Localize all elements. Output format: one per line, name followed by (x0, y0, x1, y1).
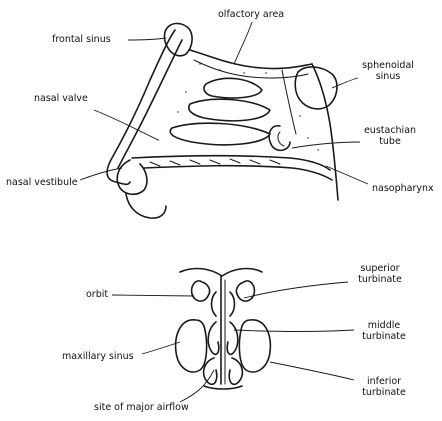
label-olfactory-area: olfactory area (218, 9, 284, 20)
hard-palate-bottom (144, 166, 332, 180)
upper-turbinate (204, 78, 262, 98)
right-maxillary-sinus (239, 320, 270, 372)
coronal-nasal-section (176, 269, 271, 389)
left-superior-turbinate (212, 292, 217, 316)
label-nasal-valve: nasal valve (34, 93, 88, 104)
label-inferior-turbinate-line2: turbinate (354, 387, 414, 398)
sagittal-leader-lines (80, 22, 368, 184)
label-eustachian-tube-line2: tube (362, 136, 418, 147)
right-middle-turbinate (227, 322, 238, 354)
nose-profile-outline (107, 30, 175, 184)
coronal-top (180, 269, 262, 276)
lower-turbinate-sag (170, 123, 270, 145)
label-sphenoidal-sinus-line2: sinus (360, 71, 416, 82)
label-eustachian-tube-line1: eustachian (362, 125, 418, 136)
label-sphenoidal-sinus-line1: sphenoidal (360, 60, 416, 71)
label-superior-turbinate-line2: turbinate (350, 274, 410, 285)
sagittal-nasal-section (107, 23, 338, 218)
label-maxillary-sinus: maxillary sinus (62, 351, 134, 362)
left-maxillary-sinus (176, 320, 207, 372)
label-orbit: orbit (86, 289, 108, 300)
middle-turbinate-sag (189, 99, 270, 121)
label-middle-turbinate-line2: turbinate (354, 331, 414, 342)
label-frontal-sinus: frontal sinus (52, 34, 111, 45)
left-middle-turbinate (208, 322, 219, 354)
label-site-of-major-airflow: site of major airflow (94, 402, 189, 413)
label-inferior-turbinate-line1: inferior (354, 376, 414, 387)
coronal-floor (204, 386, 242, 389)
palate-hatch (150, 159, 280, 166)
nasal-roof (190, 50, 312, 69)
label-nasal-vestibule: nasal vestibule (6, 177, 78, 188)
left-orbit-cells (192, 281, 210, 301)
nasal-roof-inner (194, 60, 308, 78)
label-middle-turbinate-line1: middle (354, 320, 414, 331)
upper-lip (126, 194, 166, 218)
nasal-vestibule-shape (117, 160, 147, 194)
eustachian-inner (278, 132, 284, 146)
nose-inner-profile (118, 40, 182, 168)
label-superior-turbinate-line1: superior (350, 263, 410, 274)
eustachian-opening (269, 126, 290, 151)
right-superior-turbinate (230, 292, 235, 316)
pharyngeal-wall (312, 64, 338, 200)
sphenoid-wall (282, 70, 296, 134)
label-nasopharynx: nasopharynx (372, 183, 434, 194)
